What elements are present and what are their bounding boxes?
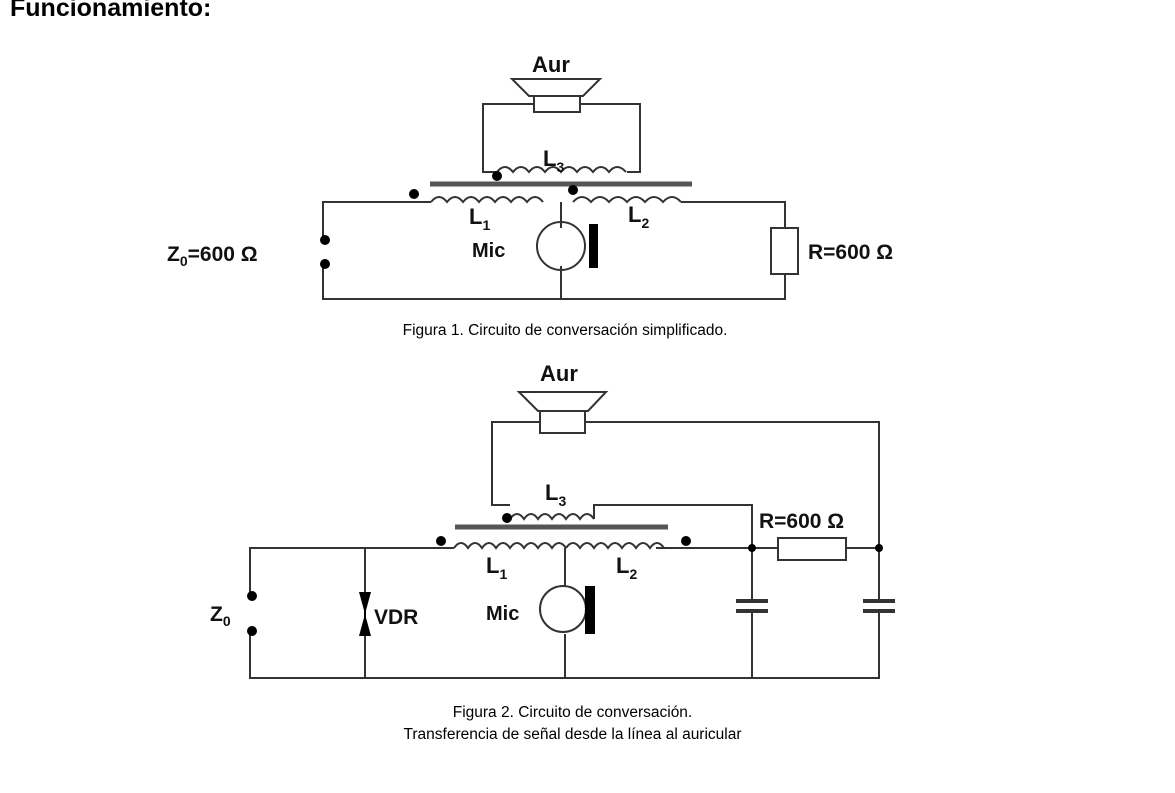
microphone-symbol: [539, 585, 595, 634]
capacitor-1: [736, 599, 768, 613]
l3-wire: [593, 504, 753, 548]
polarity-dot-l1: [436, 536, 446, 546]
coil-l2: [572, 196, 682, 204]
coil-l1-label: L1: [486, 553, 507, 582]
terminal-top: [247, 591, 257, 601]
polarity-dot-l2: [568, 185, 578, 195]
earpiece-symbol: [516, 391, 609, 434]
coil-l1-label: L1: [469, 204, 490, 233]
earpiece-label: Aur: [540, 361, 578, 386]
z0-label: Z0: [210, 603, 231, 629]
line-wire: [322, 201, 786, 300]
earpiece-symbol: [509, 78, 603, 113]
terminal-bottom: [247, 626, 257, 636]
resistor-r: [770, 227, 799, 275]
z0-label: Z0=600 Ω: [167, 243, 258, 269]
capacitor-2: [863, 599, 895, 613]
junction-dot: [748, 544, 756, 552]
figure2-caption-line2: Transferencia de señal desde la línea al…: [403, 726, 742, 743]
coil-l1: [453, 542, 567, 550]
polarity-dot-l2: [681, 536, 691, 546]
figure2-caption-line1: Figura 2. Circuito de conversación.: [452, 704, 693, 721]
junction-dot: [875, 544, 883, 552]
terminal-top: [320, 235, 330, 245]
coil-l2-label: L2: [616, 553, 637, 582]
coil-l2-label: L2: [628, 202, 649, 231]
coil-l3-label: L3: [545, 480, 566, 509]
coil-l2: [565, 542, 665, 550]
coil-l3: [496, 166, 627, 174]
polarity-dot-l3: [502, 513, 512, 523]
mic-label: Mic: [472, 240, 505, 262]
circuit-diagram-simplified: Aur L3 L1 L2 Mic Z0=600 Ω R=600 Ω: [167, 52, 893, 300]
coil-l3: [509, 513, 595, 521]
page-heading: Funcionamiento:: [10, 0, 212, 22]
resistor-label: R=600 Ω: [759, 510, 844, 533]
terminal-bottom: [320, 259, 330, 269]
resistor-label: R=600 Ω: [808, 241, 893, 264]
vdr-label: VDR: [374, 606, 418, 629]
resistor-r: [777, 537, 847, 561]
figure1-caption: Figura 1. Circuito de conversación simpl…: [402, 322, 728, 339]
polarity-dot-l1: [409, 189, 419, 199]
earpiece-wire: [482, 103, 641, 173]
mic-label: Mic: [486, 603, 519, 625]
earpiece-wire: [491, 421, 880, 548]
microphone-symbol: [536, 221, 598, 271]
line-wire: [249, 547, 880, 679]
coil-l3-label: L3: [543, 146, 564, 175]
coil-l1: [430, 196, 544, 204]
vdr-symbol: [359, 592, 371, 636]
earpiece-label: Aur: [532, 52, 570, 77]
polarity-dot-l3: [492, 171, 502, 181]
